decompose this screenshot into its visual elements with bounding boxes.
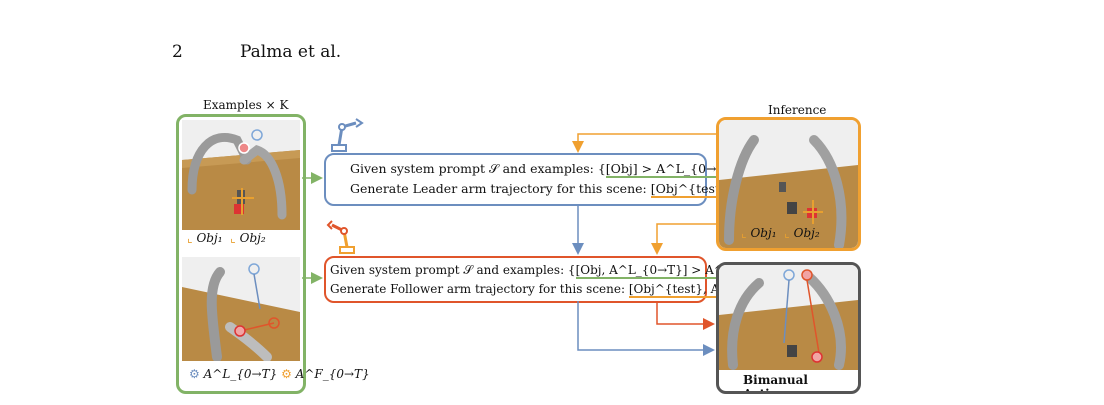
obj1-label: Obj₁: [196, 231, 223, 245]
follower-robot-icon: [326, 220, 355, 254]
inference-title: Inference: [768, 103, 827, 117]
bimanual-scene: [719, 265, 858, 370]
obj2-label: Obj₂: [793, 226, 820, 240]
bimanual-panel: Bimanual Actions: [716, 262, 861, 394]
axis-icon: ⌞: [187, 231, 193, 245]
obj2-label: Obj₂: [239, 231, 266, 245]
axis-icon: ⌞: [230, 231, 236, 245]
axis-icon: ⌞: [784, 226, 790, 240]
arrow-inference-to-leader: [572, 133, 716, 153]
arrow-follower-to-bimanual: [656, 301, 715, 330]
robot-arm-icon: ⚙: [189, 367, 200, 381]
page-number: 2: [172, 42, 183, 62]
arrow-inference-to-follower: [651, 223, 716, 255]
examples-title: Examples × K: [203, 98, 289, 112]
examples-object-legend: ⌞ Obj₁ ⌞ Obj₂: [187, 231, 266, 245]
inference-object-legend: ⌞ Obj₁ ⌞ Obj₂: [741, 226, 820, 240]
a-leader-label: A^L_{0→T}: [203, 367, 278, 381]
examples-scene-top: [182, 120, 300, 230]
arrow-leader-to-bimanual: [577, 301, 715, 356]
authors: Palma et al.: [240, 42, 342, 62]
obj1-label: Obj₁: [750, 226, 777, 240]
inference-panel: ⌞ Obj₁ ⌞ Obj₂: [716, 117, 861, 251]
examples-scene-bottom: [182, 257, 300, 361]
a-follower-label: A^F_{0→T}: [295, 367, 370, 381]
bimanual-title: Bimanual Actions: [743, 373, 808, 394]
axis-icon: ⌞: [741, 226, 747, 240]
leader-prompt-box: Given system prompt 𝒮 and examples: {[Ob…: [324, 153, 750, 206]
examples-panel: ⌞ Obj₁ ⌞ Obj₂ ⚙ A^L_{0→T} ⚙ A^F_{0→T}: [176, 114, 370, 394]
leader-robot-icon: [331, 118, 364, 152]
examples-action-legend: ⚙ A^L_{0→T} ⚙ A^F_{0→T}: [189, 367, 370, 381]
inference-scene: [719, 120, 858, 248]
robot-arm-icon: ⚙: [281, 367, 292, 381]
